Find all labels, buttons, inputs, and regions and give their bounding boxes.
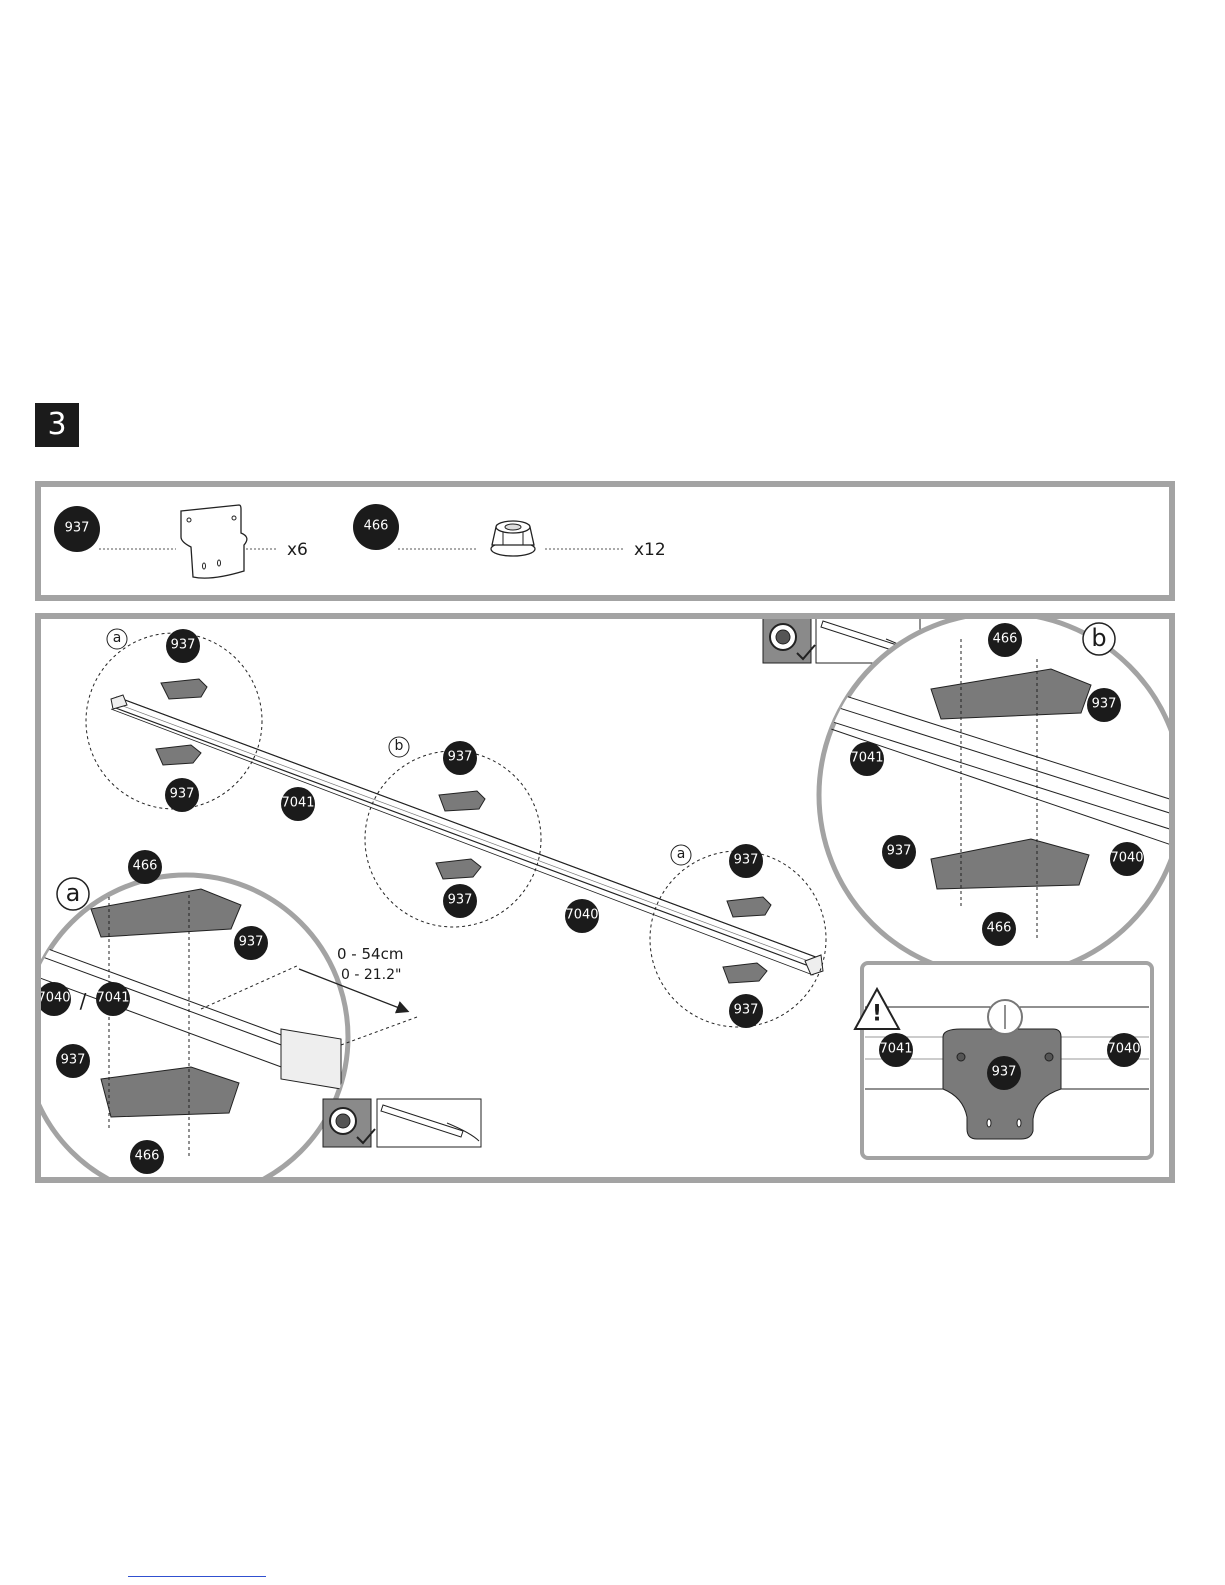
socket-wrench-tool-icon-bottom [323,1099,481,1147]
step-number-badge: 3 [35,403,79,447]
part-number-label: 937 [992,1065,1017,1080]
part-number-label: a [677,846,686,862]
part-number-label: 937 [448,750,473,765]
part-number-label: 937 [61,1053,86,1068]
part-number-label: 7040 [41,991,71,1006]
qty-466: x12 [634,540,666,560]
part-number-label: 937 [65,521,90,536]
flange-nut-icon [491,521,535,556]
part-937-callout: 937 [54,506,100,552]
qty-937: x6 [287,540,308,560]
part-number-label: ! [872,1002,882,1027]
plate-937-icon [181,505,247,578]
part-number-label: 937 [887,844,912,859]
assembly-drawing-svg: a 937 937 7041 b 937 937 7040 [41,619,1169,1177]
part-number-label: 937 [734,853,759,868]
part-number-label: 7040 [565,908,598,923]
part-number-label: 7041 [96,991,129,1006]
part-number-label: a [113,630,122,646]
part-number-label: 466 [987,921,1012,936]
part-number-label: 937 [1092,697,1117,712]
part-number-label: 7041 [281,796,314,811]
part-number-label: 7041 [879,1042,912,1057]
part-number-label: 466 [993,632,1018,647]
part-number-label: 466 [133,859,158,874]
parts-list-box: 937 x6 466 x12 [35,481,1175,601]
zoom-detail-a: a 466 937 7040 / 7041 937 466 [41,850,348,1177]
part-number-label: 937 [239,935,264,950]
part-number-label: 0 - 21.2" [341,967,401,983]
warning-detail-panel: 937 7041 7040 ! [855,963,1152,1158]
assembly-drawing-box: a 937 937 7041 b 937 937 7040 [35,613,1175,1183]
part-number-label: 0 - 54cm [337,945,403,963]
part-466-callout: 466 [353,504,399,550]
footer-link-underline [128,1576,266,1577]
part-number-label: 7040 [1107,1042,1140,1057]
zoom-detail-b: b 466 937 7041 937 7040 466 [811,619,1169,977]
part-number-label: 7040 [1110,851,1143,866]
part-number-label: b [395,738,404,754]
parts-list-svg: 937 x6 466 x12 [41,487,1169,595]
part-number-label: 937 [448,893,473,908]
part-number-label: / [80,989,87,1013]
part-number-label: 937 [171,638,196,653]
part-number-label: b [1091,624,1106,652]
part-number-label: 937 [734,1003,759,1018]
part-number-label: 7041 [850,751,883,766]
part-number-label: 466 [135,1149,160,1164]
part-number-label: 466 [364,519,389,534]
part-number-label: 937 [170,787,195,802]
part-number-label: a [66,879,81,907]
